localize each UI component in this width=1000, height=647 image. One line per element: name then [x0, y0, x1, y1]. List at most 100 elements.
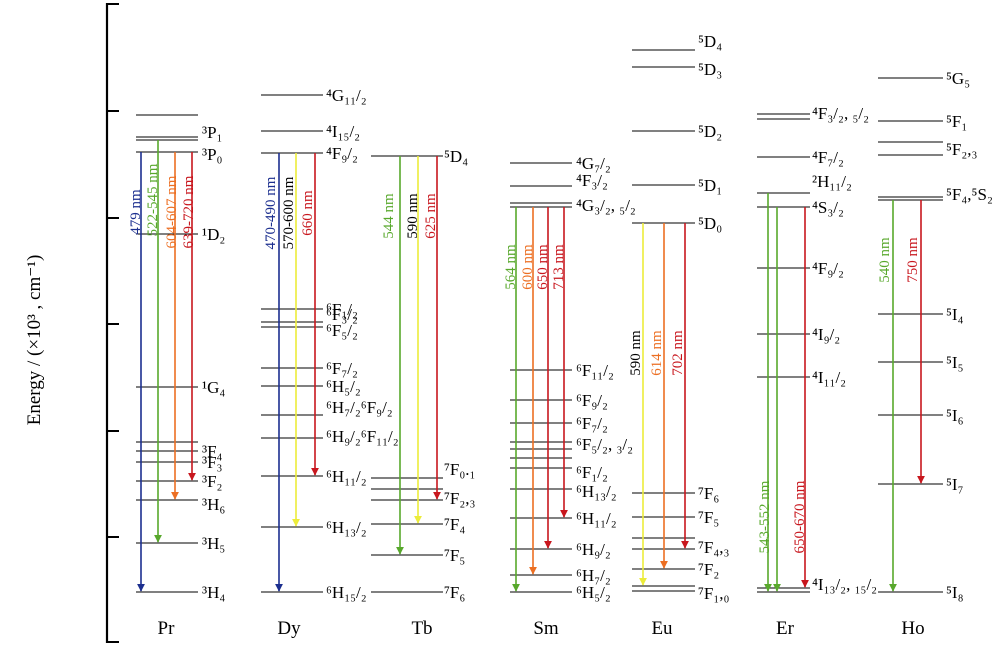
level-label: ⁶H₉/₂⁶F₁₁/₂: [326, 427, 399, 446]
y-axis: Energy / (×10³ , cm⁻¹): [24, 3, 119, 643]
level-label: ⁴I₁₃/₂, ₁₅/₂: [812, 575, 877, 594]
transition-label: 590 nm: [628, 330, 644, 376]
ion-label: Sm: [533, 618, 559, 639]
level-label: ⁴F₉/₂: [326, 144, 358, 163]
level-label: ⁴F₃/₂, ₅/₂: [812, 104, 869, 123]
level-label: ⁵F₄,⁵S₂: [946, 185, 993, 204]
transition-label: 570-600 nm: [281, 176, 297, 249]
level-label: ⁵D₂: [698, 122, 722, 141]
level-label: ⁶F₉/₂: [576, 391, 608, 410]
level-label: ⁷F₀.₁: [444, 460, 476, 479]
level-label: ⁵F₂,₃: [946, 140, 978, 159]
level-label: ⁴I₁₁/₂: [812, 368, 846, 387]
y-axis-label: Energy / (×10³ , cm⁻¹): [24, 255, 45, 426]
level-label: ⁶H₇/₂: [576, 566, 611, 585]
level-label: ⁶H₁₁/₂: [576, 509, 617, 528]
transition-label: 639-720 nm: [181, 175, 197, 248]
level-label: ⁴I₁₅/₂: [326, 122, 360, 141]
ion-label: Ho: [901, 618, 924, 639]
level-label: ⁶F₇/₂: [326, 359, 358, 378]
transition-label: 590 nm: [405, 193, 421, 239]
level-label: ⁶H₁₅/₂: [326, 583, 367, 602]
transition-label: 543-552 nm: [757, 480, 773, 553]
level-label: ⁶H₅/₂: [576, 583, 611, 602]
level-label: ⁵I₄: [946, 305, 964, 324]
level-label: ⁵I₅: [946, 353, 964, 372]
level-label: ⁷F₄: [444, 515, 465, 534]
ion-label: Tb: [411, 618, 432, 639]
transition-label: 470-490 nm: [263, 176, 279, 249]
level-label: ⁷F₅: [444, 546, 465, 565]
level-label: ⁵I₆: [946, 406, 964, 425]
level-label: ¹G₄: [202, 378, 225, 397]
ion-label: Er: [776, 618, 795, 639]
level-label: ⁶F₁/₂: [576, 463, 608, 482]
level-label: ³H₆: [202, 495, 225, 514]
level-label: ⁶H₇/₂⁶F₉/₂: [326, 398, 393, 417]
transition-label: 564 nm: [503, 244, 519, 290]
level-label: ⁷F₂: [698, 560, 719, 579]
level-label: ⁴I₉/₂: [812, 325, 840, 344]
level-label: ⁶F₇/₂: [576, 414, 608, 433]
level-label: ⁶F₅/₂: [326, 321, 358, 340]
level-label: ⁶H₅/₂: [326, 377, 361, 396]
transition-label: 540 nm: [877, 237, 893, 283]
ion-label: Eu: [651, 618, 673, 639]
level-label: ⁵F₁: [946, 112, 967, 131]
level-label: ²H₁₁/₂: [812, 172, 852, 191]
transition-label: 544 nm: [381, 193, 397, 239]
level-label: ⁶H₁₃/₂: [576, 482, 617, 501]
transition-label: 750 nm: [905, 237, 921, 283]
level-label: ⁶H₉/₂: [576, 540, 611, 559]
level-label: ⁷F₆: [698, 484, 719, 503]
level-label: ⁶F₃/₂: [326, 305, 358, 324]
level-label: ³H₄: [202, 583, 225, 602]
transition-label: 600 nm: [520, 244, 536, 290]
ion-column-ho: ⁵G₅ ⁵F₁ ⁵F₂,₃ ⁵F₄,⁵S₂ ⁵I₄ ⁵I₅ ⁵I₆ ⁵I₇ ⁵I₈ 540 nm 7…: [877, 69, 993, 639]
level-label: ³H₅: [202, 534, 225, 553]
level-label: ⁵D₀: [698, 214, 722, 233]
level-label: ³P₁: [202, 123, 222, 142]
level-label: ³F₃: [202, 453, 223, 472]
level-label: ⁵D₃: [698, 60, 722, 79]
level-label: ⁶F₁/₂: [326, 300, 358, 319]
level-label: ⁶F₅/₂, ₃/₂: [576, 435, 633, 454]
level-label: ¹D₂: [202, 225, 225, 244]
level-label: ⁷F₆: [444, 583, 465, 602]
level-label: ⁷F₂,₃: [444, 489, 476, 508]
level-label: ⁴G₇/₂: [576, 154, 611, 173]
level-label: ⁵G₅: [946, 69, 970, 88]
transition-label: 660 nm: [300, 190, 316, 236]
level-label: ⁵D₁: [698, 176, 722, 195]
transition-label: 702 nm: [670, 330, 686, 376]
level-label: ³P₀: [202, 145, 223, 164]
level-label: ⁴G₃/₂, ₅/₂: [576, 196, 636, 215]
transition-label: 614 nm: [649, 330, 665, 376]
transition-label: 604-607 nm: [164, 175, 180, 248]
level-label: ³F₂: [202, 472, 222, 491]
level-label: ⁴G₁₁/₂: [326, 86, 367, 105]
level-label: ⁷F₅: [698, 508, 719, 527]
level-label: ⁵I₇: [946, 475, 964, 494]
level-label: ⁷F₁,₀: [698, 584, 730, 603]
level-label: ⁴F₃/₂: [576, 171, 608, 190]
level-label: ⁶H₁₁/₂: [326, 467, 367, 486]
level-label: ³F₄: [202, 442, 223, 461]
level-label: ⁶H₁₃/₂: [326, 518, 367, 537]
level-label: ⁵D₄: [444, 147, 468, 166]
level-label: ⁶F₁₁/₂: [576, 361, 614, 380]
ion-column-er: ⁴F₃/₂, ₅/₂⁴F₇/₂²H₁₁/₂⁴S₃/₂⁴F₉/₂⁴I₉/₂⁴I₁₁…: [757, 104, 877, 639]
transition-label: 479 nm: [128, 189, 144, 235]
transition-label: 625 nm: [423, 193, 439, 239]
level-label: ⁵I₈: [946, 583, 964, 602]
transition-label: 650 nm: [535, 244, 551, 290]
level-label: ⁴F₉/₂: [812, 259, 844, 278]
ion-label: Pr: [158, 618, 176, 639]
level-label: ⁴F₇/₂: [812, 148, 844, 167]
